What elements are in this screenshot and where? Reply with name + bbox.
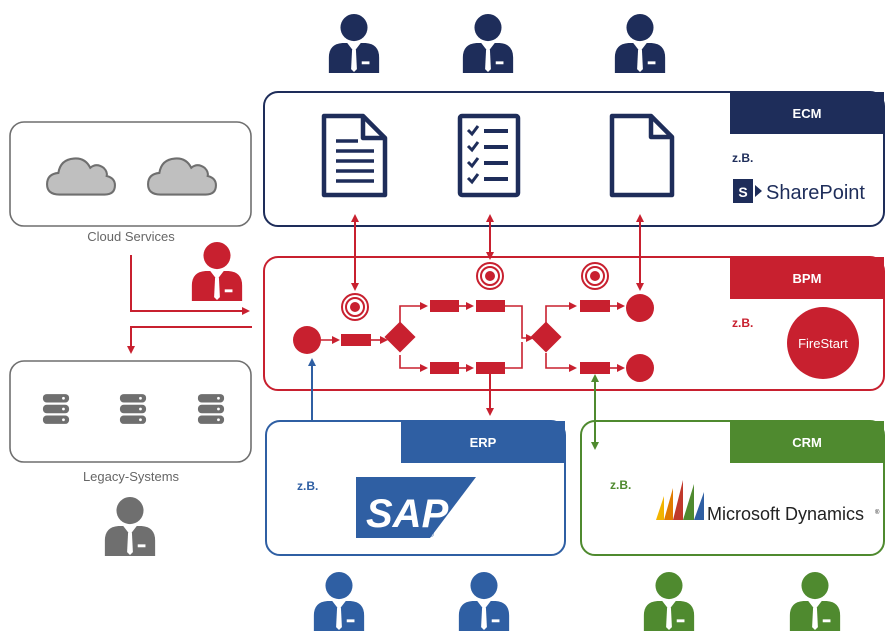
ecm-box-group: ECM z.B. S SharePoint (263, 91, 885, 227)
user-icon (104, 497, 156, 556)
bpm-header: BPM (793, 271, 822, 286)
user-icon (191, 242, 243, 301)
sharepoint-logo: S SharePoint (733, 179, 865, 204)
sharepoint-logo-letter: S (738, 184, 747, 200)
process-flow (293, 262, 654, 382)
erp-example-prefix: z.B. (297, 479, 318, 493)
document-icon (321, 113, 388, 198)
erp-header-bar (401, 421, 565, 463)
bpm-box (263, 256, 885, 391)
user-icon (458, 572, 510, 631)
ecm-example-prefix: z.B. (732, 151, 753, 165)
target-event-icon (476, 262, 504, 290)
task (341, 334, 371, 346)
firestart-product-name: FireStart (798, 336, 848, 351)
ecm-header: ECM (793, 106, 822, 121)
cloud-services-label: Cloud Services (87, 229, 175, 244)
crm-header-bar (730, 421, 884, 463)
task (476, 362, 505, 374)
database-icon (119, 394, 147, 424)
database-icon (197, 394, 225, 424)
user-icon (462, 14, 514, 73)
user-icon (789, 572, 841, 631)
task (580, 300, 610, 312)
end-event (626, 294, 654, 322)
microsoft-dynamics-trademark: ® (875, 509, 880, 516)
bpm-example-prefix: z.B. (732, 316, 753, 330)
ecm-bpm-connectors (351, 214, 644, 291)
task (476, 300, 505, 312)
crm-header: CRM (792, 435, 822, 450)
microsoft-dynamics-product-name: Microsoft Dynamics (707, 504, 864, 524)
ecm-header-bar (730, 92, 884, 134)
bpm-header-bar (730, 257, 884, 299)
legacy-systems-group: Legacy-Systems (9, 360, 252, 556)
user-icon (313, 572, 365, 631)
sharepoint-product-name: SharePoint (766, 182, 865, 204)
firestart-logo: FireStart (787, 307, 859, 379)
sap-registered-mark: ® (428, 530, 434, 539)
ecm-box (263, 91, 885, 227)
user-icon (328, 14, 380, 73)
start-event (293, 326, 321, 354)
microsoft-dynamics-logo: Microsoft Dynamics ® (656, 480, 880, 524)
cloud-services-group: Cloud Services (9, 121, 252, 244)
task (580, 362, 610, 374)
task (430, 300, 459, 312)
checklist-icon (457, 113, 521, 198)
database-icon (42, 394, 70, 424)
crm-box-group: CRM z.B. Microsoft Dynamics ® (580, 420, 885, 556)
user-icon (614, 14, 666, 73)
target-event-icon (581, 262, 609, 290)
task (430, 362, 459, 374)
gateway (384, 321, 416, 353)
legacy-systems-label: Legacy-Systems (83, 469, 180, 484)
bpm-box-group: BPM z.B. FireStart (263, 256, 885, 391)
cloud-legacy-connectors (127, 255, 252, 354)
blank-page-icon (609, 113, 675, 198)
target-event-icon (341, 293, 369, 321)
gateway (530, 321, 562, 353)
erp-box-group: ERP z.B. SAP ® (265, 420, 566, 556)
user-icon (643, 572, 695, 631)
end-event (626, 354, 654, 382)
crm-example-prefix: z.B. (610, 478, 631, 492)
sap-logo: SAP ® (356, 477, 476, 539)
sap-product-name: SAP (366, 492, 449, 536)
cloud-services-box (9, 121, 252, 227)
erp-header: ERP (470, 435, 497, 450)
